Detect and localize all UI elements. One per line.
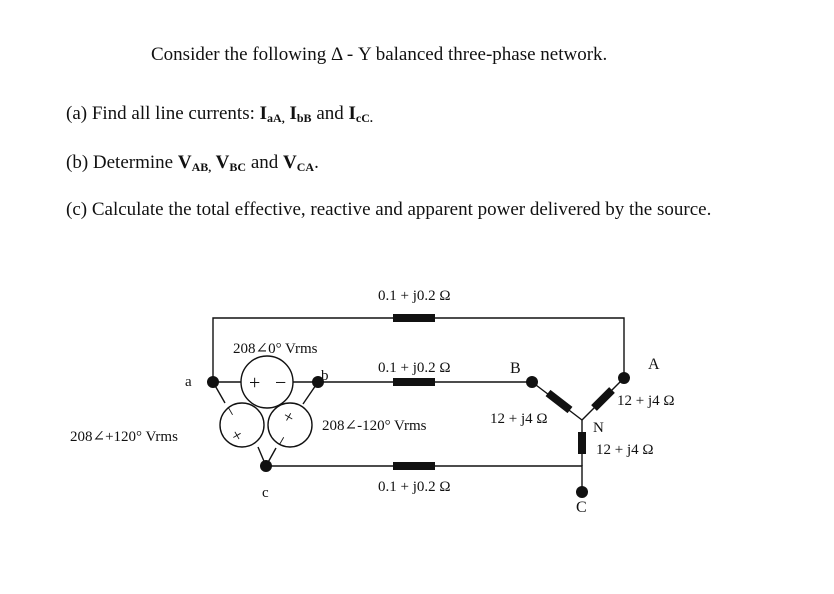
source-ca-circle	[219, 402, 265, 448]
source-bc-circle	[267, 402, 313, 448]
source-bc-plus: +	[277, 407, 299, 426]
load-A-label: 12 + j4 Ω	[617, 393, 675, 409]
node-B-dot	[526, 376, 538, 388]
node-c-dot	[260, 460, 272, 472]
load-impedance-A	[591, 387, 615, 411]
node-c-label: c	[262, 485, 269, 501]
line-impedance-bot-label: 0.1 + j0.2 Ω	[378, 479, 451, 495]
question-a: (a) Find all line currents: IaA, IbB and…	[66, 103, 373, 125]
source-ca-label: 208∠+120° Vrms	[70, 429, 178, 445]
node-a-dot	[207, 376, 219, 388]
line-impedance-bot	[393, 462, 435, 470]
source-ab-label: 208∠0° Vrms	[233, 341, 318, 357]
node-a-label: a	[185, 374, 192, 390]
load-B-label: 12 + j4 Ω	[490, 411, 548, 427]
question-c: (c) Calculate the total effective, react…	[66, 199, 712, 220]
node-C-dot	[576, 486, 588, 498]
source-ab-plus: +	[249, 372, 260, 394]
node-b-dot	[312, 376, 324, 388]
problem-title: Consider the following Δ - Y balanced th…	[151, 44, 608, 65]
node-A-dot	[618, 372, 630, 384]
line-impedance-top-label: 0.1 + j0.2 Ω	[378, 288, 451, 304]
source-ab-circle	[240, 355, 294, 409]
node-A-label: A	[648, 356, 660, 373]
source-bc-label: 208∠-120° Vrms	[322, 418, 427, 434]
question-b: (b) Determine VAB, VBC and VCA.	[66, 152, 319, 174]
source-ab-minus: −	[275, 372, 286, 394]
node-C-label: C	[576, 499, 587, 516]
line-impedance-top	[393, 314, 435, 322]
load-C-label: 12 + j4 Ω	[596, 442, 654, 458]
line-impedance-mid-label: 0.1 + j0.2 Ω	[378, 360, 451, 376]
line-impedance-mid	[393, 378, 435, 386]
source-ca-plus: +	[226, 426, 248, 445]
node-b-label: b	[321, 368, 329, 384]
node-B-label: B	[510, 360, 521, 377]
load-impedance-B	[545, 389, 573, 414]
node-N-label: N	[593, 420, 604, 436]
source-ca-minus: −	[219, 402, 241, 421]
